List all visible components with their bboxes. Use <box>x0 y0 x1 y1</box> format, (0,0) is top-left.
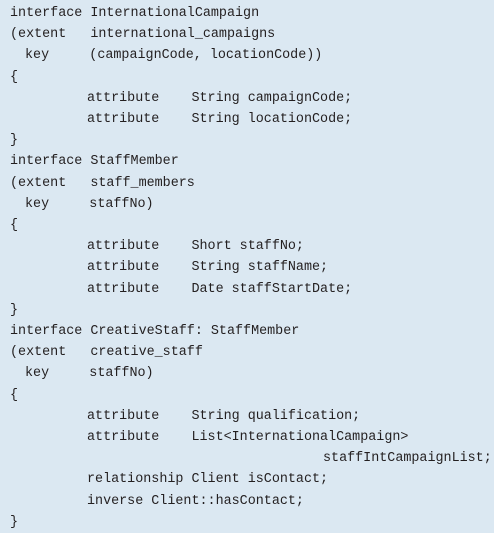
code-line: key (campaignCode, locationCode)) <box>25 48 323 64</box>
code-line: { <box>10 69 19 85</box>
code-line: (extent creative_staff <box>10 345 203 361</box>
code-line: } <box>10 514 19 530</box>
code-line: key staffNo) <box>25 366 154 382</box>
code-line: (extent international_campaigns <box>10 27 276 43</box>
code-line: attribute String qualification; <box>87 408 361 424</box>
code-line: relationship Client isContact; <box>87 472 329 488</box>
code-line: interface CreativeStaff: StaffMember <box>10 324 300 339</box>
code-line: attribute String staffName; <box>87 260 329 276</box>
code-line: { <box>10 218 19 233</box>
code-line: attribute String campaignCode; <box>87 90 353 106</box>
code-line: interface StaffMember <box>10 154 179 170</box>
code-line: attribute List<InternationalCampaign> <box>87 430 409 445</box>
code-line: attribute Short staffNo; <box>87 239 304 255</box>
code-line: { <box>10 387 19 403</box>
code-line: inverse Client::hasContact; <box>87 493 304 509</box>
code-listing: interface InternationalCampaign (extent i… <box>10 6 492 530</box>
code-line: (extent staff_members <box>10 175 195 191</box>
code-line: attribute String locationCode; <box>87 112 353 127</box>
code-line: } <box>10 133 19 149</box>
code-line: key staffNo) <box>25 196 154 212</box>
code-line: staffIntCampaignList; <box>323 451 492 467</box>
code-line: } <box>10 302 19 318</box>
code-line: interface InternationalCampaign <box>10 6 260 21</box>
code-line: attribute Date staffStartDate; <box>87 281 353 297</box>
